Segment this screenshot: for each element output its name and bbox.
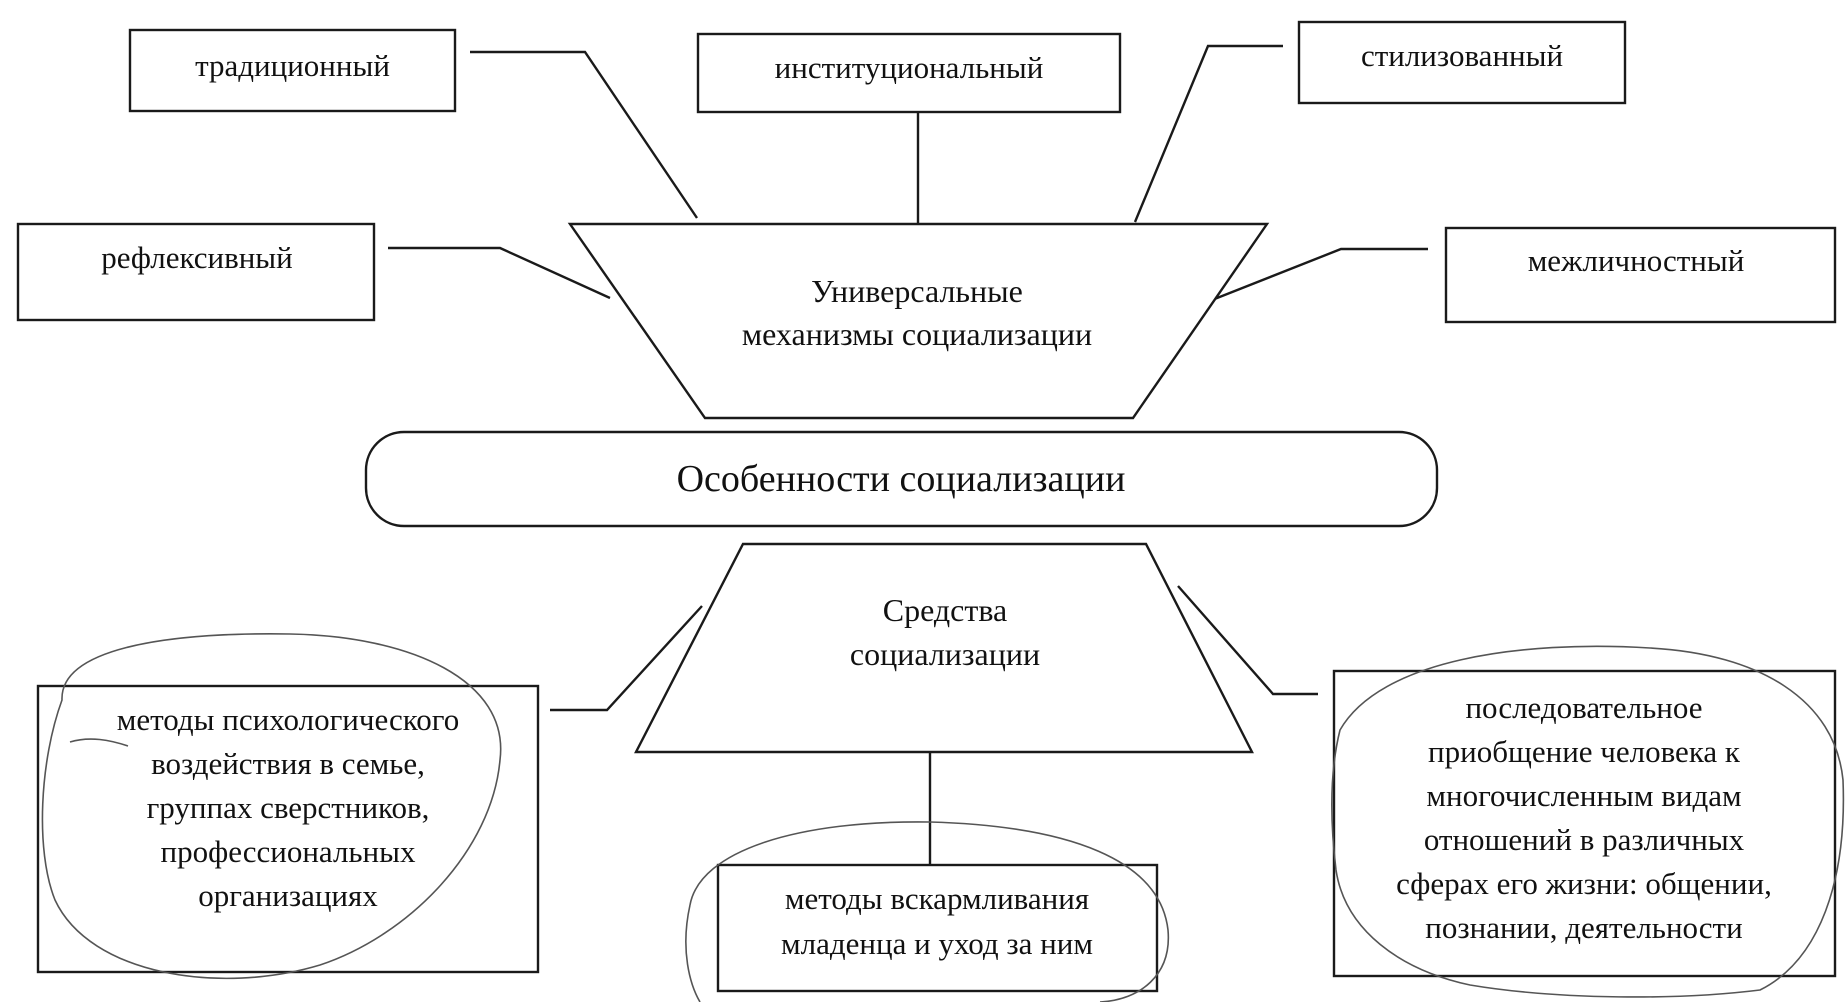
- connector-methods-psych: [550, 605, 703, 712]
- methods-psych-line3: группах сверстников,: [147, 790, 430, 825]
- box-reflexive: рефлексивный: [16, 222, 376, 322]
- box-interpersonal-label: межличностный: [1528, 243, 1745, 278]
- box-methods-psych-frame: [36, 684, 540, 974]
- box-interpersonal: межличностный: [1444, 226, 1837, 324]
- universal-mechanisms-trapezoid: Универсальные механизмы социализации: [567, 222, 1270, 420]
- methods-feeding-line2: младенца и уход за ним: [781, 926, 1093, 961]
- means-line2: социализации: [850, 636, 1040, 672]
- box-stylized-frame: [1297, 20, 1627, 105]
- methods-psych-line1: методы психологического: [117, 702, 459, 737]
- methods-psych-line4: профессиональных: [161, 834, 416, 869]
- methods-psych-line2: воздействия в семье,: [151, 746, 425, 781]
- box-methods-feeding-frame: [716, 863, 1159, 993]
- connector-traditional: [470, 50, 698, 219]
- box-sequential-frame: [1332, 669, 1837, 978]
- universal-mechanisms-line2: механизмы социализации: [742, 316, 1092, 352]
- sequential-line5: сферах его жизни: общении,: [1396, 866, 1772, 901]
- box-interpersonal-frame: [1444, 226, 1837, 324]
- features-label: Особенности социализации: [677, 458, 1126, 500]
- sequential-line4: отношений в различных: [1424, 822, 1745, 857]
- box-methods-feeding: методы вскармливания младенца и уход за …: [716, 863, 1159, 993]
- pencil-circle-right: [1331, 645, 1845, 998]
- box-traditional-frame: [128, 28, 457, 113]
- box-reflexive-label: рефлексивный: [101, 240, 292, 275]
- box-sequential: последовательное приобщение человека к м…: [1332, 669, 1837, 978]
- features-frame: [364, 430, 1439, 528]
- means-trapezoid: Средства социализации: [634, 542, 1254, 754]
- universal-mechanisms-shape: [567, 222, 1270, 420]
- connector-sequential: [1177, 585, 1318, 696]
- box-reflexive-frame: [16, 222, 376, 322]
- pencil-circle-left: [41, 633, 502, 980]
- box-stylized: стилизованный: [1297, 20, 1627, 105]
- box-institutional: институциональный: [696, 32, 1122, 114]
- means-line1: Средства: [883, 592, 1007, 628]
- sequential-line3: многочисленным видам: [1426, 778, 1741, 813]
- box-institutional-frame: [696, 32, 1122, 114]
- connector-reflexive: [388, 246, 611, 300]
- methods-psych-line5: организациях: [198, 878, 378, 913]
- sequential-line1: последовательное: [1465, 690, 1702, 725]
- pencil-circle-center-left: [685, 904, 701, 1002]
- box-methods-psych: методы психологического воздействия в се…: [36, 684, 540, 974]
- features-box: Особенности социализации: [364, 430, 1439, 528]
- sequential-line2: приобщение человека к: [1428, 734, 1741, 769]
- connector-stylized: [1133, 44, 1283, 223]
- box-institutional-label: институциональный: [775, 50, 1044, 85]
- box-traditional: традиционный: [128, 28, 457, 113]
- sequential-line6: познании, деятельности: [1425, 910, 1742, 945]
- box-stylized-label: стилизованный: [1361, 38, 1563, 73]
- methods-feeding-line1: методы вскармливания: [785, 881, 1089, 916]
- means-shape: [634, 542, 1254, 754]
- box-traditional-label: традиционный: [195, 48, 390, 83]
- connector-interpersonal: [1211, 247, 1428, 302]
- universal-mechanisms-line1: Универсальные: [811, 273, 1023, 309]
- pencil-underline-left: [69, 738, 129, 747]
- pencil-circle-center: [689, 821, 1170, 1002]
